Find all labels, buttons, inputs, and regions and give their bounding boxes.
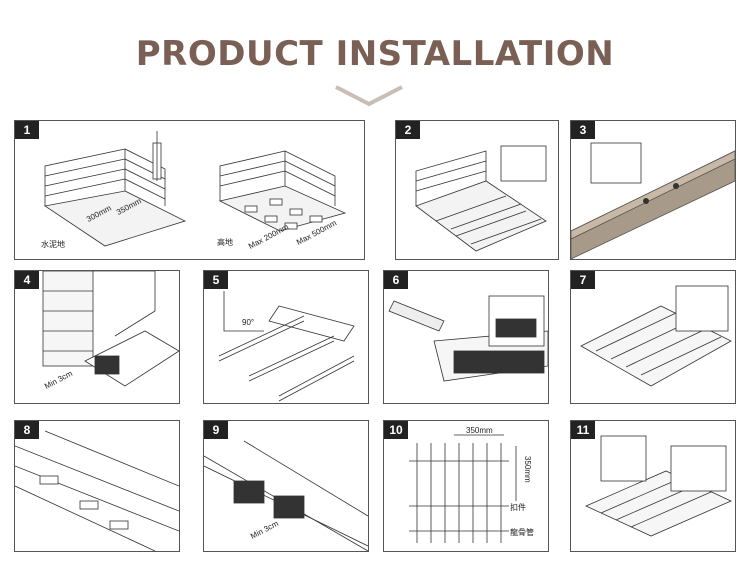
- step-9-panel: 9 Min 3cm: [203, 420, 369, 552]
- clip-label: 扣件: [510, 503, 526, 512]
- wall-floor-illustration: [43, 131, 347, 247]
- step-number: 6: [384, 271, 408, 289]
- step-6-panel: 6: [383, 270, 549, 404]
- joist-install-illustration: [415, 145, 547, 252]
- step-number: 11: [571, 421, 595, 439]
- step-number: 10: [384, 421, 408, 439]
- height-label: 350mm: [523, 456, 532, 483]
- step-number: 4: [15, 271, 39, 289]
- chevron-down-icon: [335, 85, 403, 107]
- board-end-illustration: [204, 440, 368, 551]
- joist-clip-illustration: [571, 142, 735, 259]
- deck-board-illustration: [580, 285, 732, 387]
- step-number: 9: [204, 421, 228, 439]
- step-7-panel: 7: [570, 270, 736, 404]
- step-number: 7: [571, 271, 595, 289]
- page-title: PRODUCT INSTALLATION: [135, 34, 615, 74]
- floor-label: 水泥地: [41, 240, 65, 249]
- step-number: 3: [571, 121, 595, 139]
- board-layout-illustration: [15, 430, 179, 551]
- step-1-panel: 1 300mm 350mm 水泥地 高地 Max 200mm Max 500mm: [14, 120, 365, 260]
- step-number: 2: [396, 121, 420, 139]
- step-number: 8: [15, 421, 39, 439]
- angle-label: 90°: [242, 318, 255, 327]
- joist-label: 龍骨管: [510, 528, 534, 537]
- step-4-panel: 4 Min 3cm: [14, 270, 180, 404]
- step-number: 5: [204, 271, 228, 289]
- step-3-panel: 3: [570, 120, 736, 260]
- joist-grid-illustration: [409, 434, 517, 543]
- step-2-panel: 2: [395, 120, 559, 260]
- step-10-panel: 10 350mm 350mm 扣件 龍骨管: [383, 420, 549, 552]
- wall-gap-illustration: [42, 271, 179, 387]
- step-5-panel: 5 90°: [203, 270, 369, 404]
- edge-trim-illustration: [585, 435, 732, 537]
- step-number: 1: [15, 121, 39, 139]
- width-label: 350mm: [466, 426, 493, 435]
- step-11-panel: 11: [570, 420, 736, 552]
- right-angle-illustration: [218, 291, 355, 402]
- floor-label: 高地: [217, 238, 233, 247]
- step-8-panel: 8: [14, 420, 180, 552]
- screw-fix-illustration: [388, 295, 548, 382]
